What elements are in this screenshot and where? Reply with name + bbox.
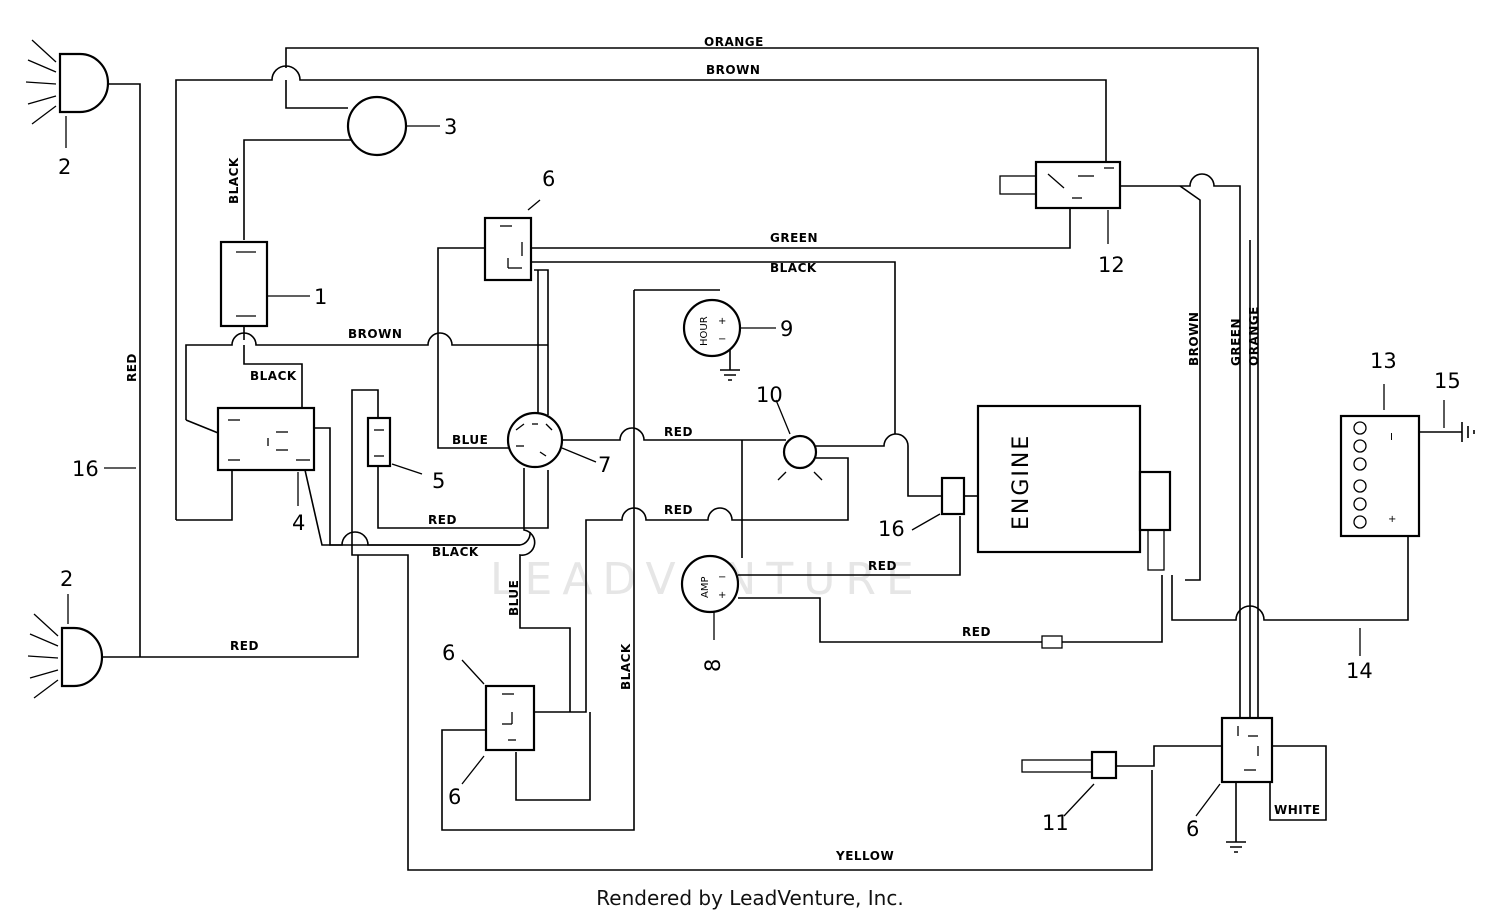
num-9: 9: [780, 317, 793, 341]
num-6-mid-bottom: 6: [448, 785, 461, 809]
label-red-headlight: RED: [230, 639, 259, 653]
num-10: 10: [756, 383, 783, 407]
component-10-lamp: [775, 399, 823, 481]
component-3-circle: [346, 95, 408, 157]
num-15: 15: [1434, 369, 1461, 393]
label-blue-left: BLUE: [452, 433, 488, 447]
hour-minus: −: [718, 334, 726, 345]
label-red-7-10: RED: [664, 425, 693, 439]
amp-minus: −: [718, 572, 726, 583]
component-4: [216, 406, 316, 506]
label-green-vertical: GREEN: [1229, 318, 1243, 366]
component-8-amp-meter: AMP − +: [680, 554, 740, 640]
label-red-vertical: RED: [125, 353, 139, 382]
num-14: 14: [1346, 659, 1373, 683]
label-red-amp: RED: [868, 559, 897, 573]
label-red-5: RED: [428, 513, 457, 527]
engine-label: ENGINE: [1009, 434, 1034, 530]
num-3: 3: [444, 115, 457, 139]
label-red-mid: RED: [664, 503, 693, 517]
footer-credit: Rendered by LeadVenture, Inc.: [596, 886, 904, 910]
headlight-bottom: [27, 594, 104, 699]
label-white: WHITE: [1274, 803, 1321, 817]
label-brown-mid: BROWN: [348, 327, 402, 341]
num-2-bottom: 2: [60, 567, 73, 591]
component-6-relay-top: [483, 199, 541, 282]
battery-plus: +: [1388, 514, 1396, 525]
num-16-left: 16: [72, 457, 99, 481]
label-orange-vertical: ORANGE: [1247, 306, 1261, 366]
num-4: 4: [292, 511, 305, 535]
component-12-switch: [999, 160, 1122, 244]
component-5: [366, 416, 423, 475]
hour-label: HOUR: [699, 316, 710, 346]
component-6-relay-right: [1195, 716, 1274, 817]
label-red-fuse: RED: [962, 625, 991, 639]
label-brown-top: BROWN: [706, 63, 760, 77]
component-11-key: [1021, 750, 1118, 817]
label-blue-vertical: BLUE: [507, 580, 521, 616]
num-8: 8: [701, 659, 725, 672]
component-16-connector: [911, 476, 966, 531]
component-1: [219, 240, 310, 328]
num-13: 13: [1370, 349, 1397, 373]
headlight-top: [25, 39, 110, 148]
num-1: 1: [314, 285, 327, 309]
inline-fuse: [1041, 635, 1063, 649]
component-9-hour-meter: HOUR + −: [682, 298, 776, 358]
label-black-relay: BLACK: [770, 261, 817, 275]
num-12: 12: [1098, 253, 1125, 277]
component-7-ignition: [506, 411, 597, 469]
label-black-vertical-2: BLACK: [619, 643, 633, 690]
battery-minus: I: [1390, 432, 1393, 443]
component-13-battery: I +: [1339, 384, 1445, 538]
num-6-mid-top: 6: [442, 641, 455, 665]
label-yellow: YELLOW: [835, 849, 894, 863]
component-6-relay-bottom: [461, 659, 536, 785]
amp-label: AMP: [700, 577, 711, 599]
hour-plus: +: [718, 316, 726, 327]
engine: ENGINE: [976, 404, 1172, 571]
label-black-bottom: BLACK: [432, 545, 479, 559]
num-16-right: 16: [878, 517, 905, 541]
num-6-top: 6: [542, 167, 555, 191]
num-11: 11: [1042, 811, 1069, 835]
num-6-right: 6: [1186, 817, 1199, 841]
label-black-vertical: BLACK: [227, 157, 241, 204]
amp-plus: +: [718, 590, 726, 601]
label-black-mid: BLACK: [250, 369, 297, 383]
label-brown-vertical: BROWN: [1187, 312, 1201, 366]
wires: [100, 47, 1475, 871]
label-orange-top: ORANGE: [704, 35, 764, 49]
num-2-top: 2: [58, 155, 71, 179]
num-7: 7: [598, 453, 611, 477]
num-5: 5: [432, 469, 445, 493]
label-green: GREEN: [770, 231, 818, 245]
